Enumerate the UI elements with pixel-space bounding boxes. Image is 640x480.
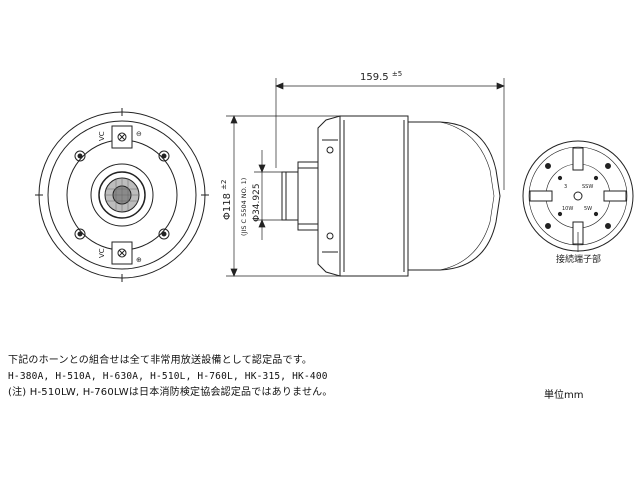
terminal-caption: 接続端子部 (556, 253, 601, 265)
mount-hole-bottom-left (74, 228, 86, 240)
note-exception: (注) H-510LW, H-760LWは日本消防検定協会認定品ではありません。 (8, 387, 333, 398)
symbol-bottom: ⊕ (136, 256, 142, 264)
outer-diameter-dimension: Φ118 ±2 (220, 180, 233, 220)
inner-diameter-dimension: Φ34.925 (252, 183, 262, 222)
rear-cap (407, 121, 501, 271)
side-view (281, 115, 501, 277)
side-dimensions (226, 78, 505, 277)
note-compatible-horns: H-380A, H-510A, H-630A, H-510L, H-760L, … (8, 371, 328, 382)
mount-hole-top-right (158, 150, 170, 162)
front-view (35, 108, 209, 282)
length-dimension: 159.5 ±5 (360, 70, 402, 83)
technical-drawing: VC VC ⊖ ⊕ (35, 70, 634, 282)
mount-hole-top-left (74, 150, 86, 162)
terminal-mark-1: 3 (564, 184, 567, 190)
note-certification: 下記のホーンとの組合せは全て非常用放送設備として認定品です。 (8, 355, 313, 366)
front-throat-outer (98, 171, 146, 219)
terminal-label-top: VC (98, 131, 106, 141)
terminal-view (522, 140, 634, 252)
throat-mesh (106, 179, 138, 211)
jis-standard-label: (JIS C 5504 NO. 1) (240, 178, 248, 236)
terminal-mark-3: 10W (562, 206, 573, 212)
terminal-block-bottom (111, 241, 133, 265)
terminal-marks: 3 SSW 10W 5W (562, 184, 593, 212)
throat-pipe (281, 171, 299, 221)
terminal-screws (545, 163, 611, 229)
front-neck-ring (90, 163, 154, 227)
terminal-mark-4: 5W (584, 206, 592, 212)
front-body-ring (47, 120, 197, 270)
driver-body (339, 115, 409, 277)
terminal-mark-2: SSW (582, 184, 593, 190)
mount-hole-bottom-right (158, 228, 170, 240)
unit-label: 単位mm (544, 390, 584, 401)
side-dimension-labels: 159.5 ±5 Φ118 ±2 (JIS C 5504 NO. 1) Φ34.… (220, 70, 402, 236)
terminal-block-top (111, 125, 133, 149)
terminal-label-bottom: VC (98, 248, 106, 258)
front-labels: VC VC ⊖ ⊕ (98, 130, 142, 264)
symbol-top: ⊖ (136, 130, 142, 138)
neck-plate (297, 161, 319, 231)
